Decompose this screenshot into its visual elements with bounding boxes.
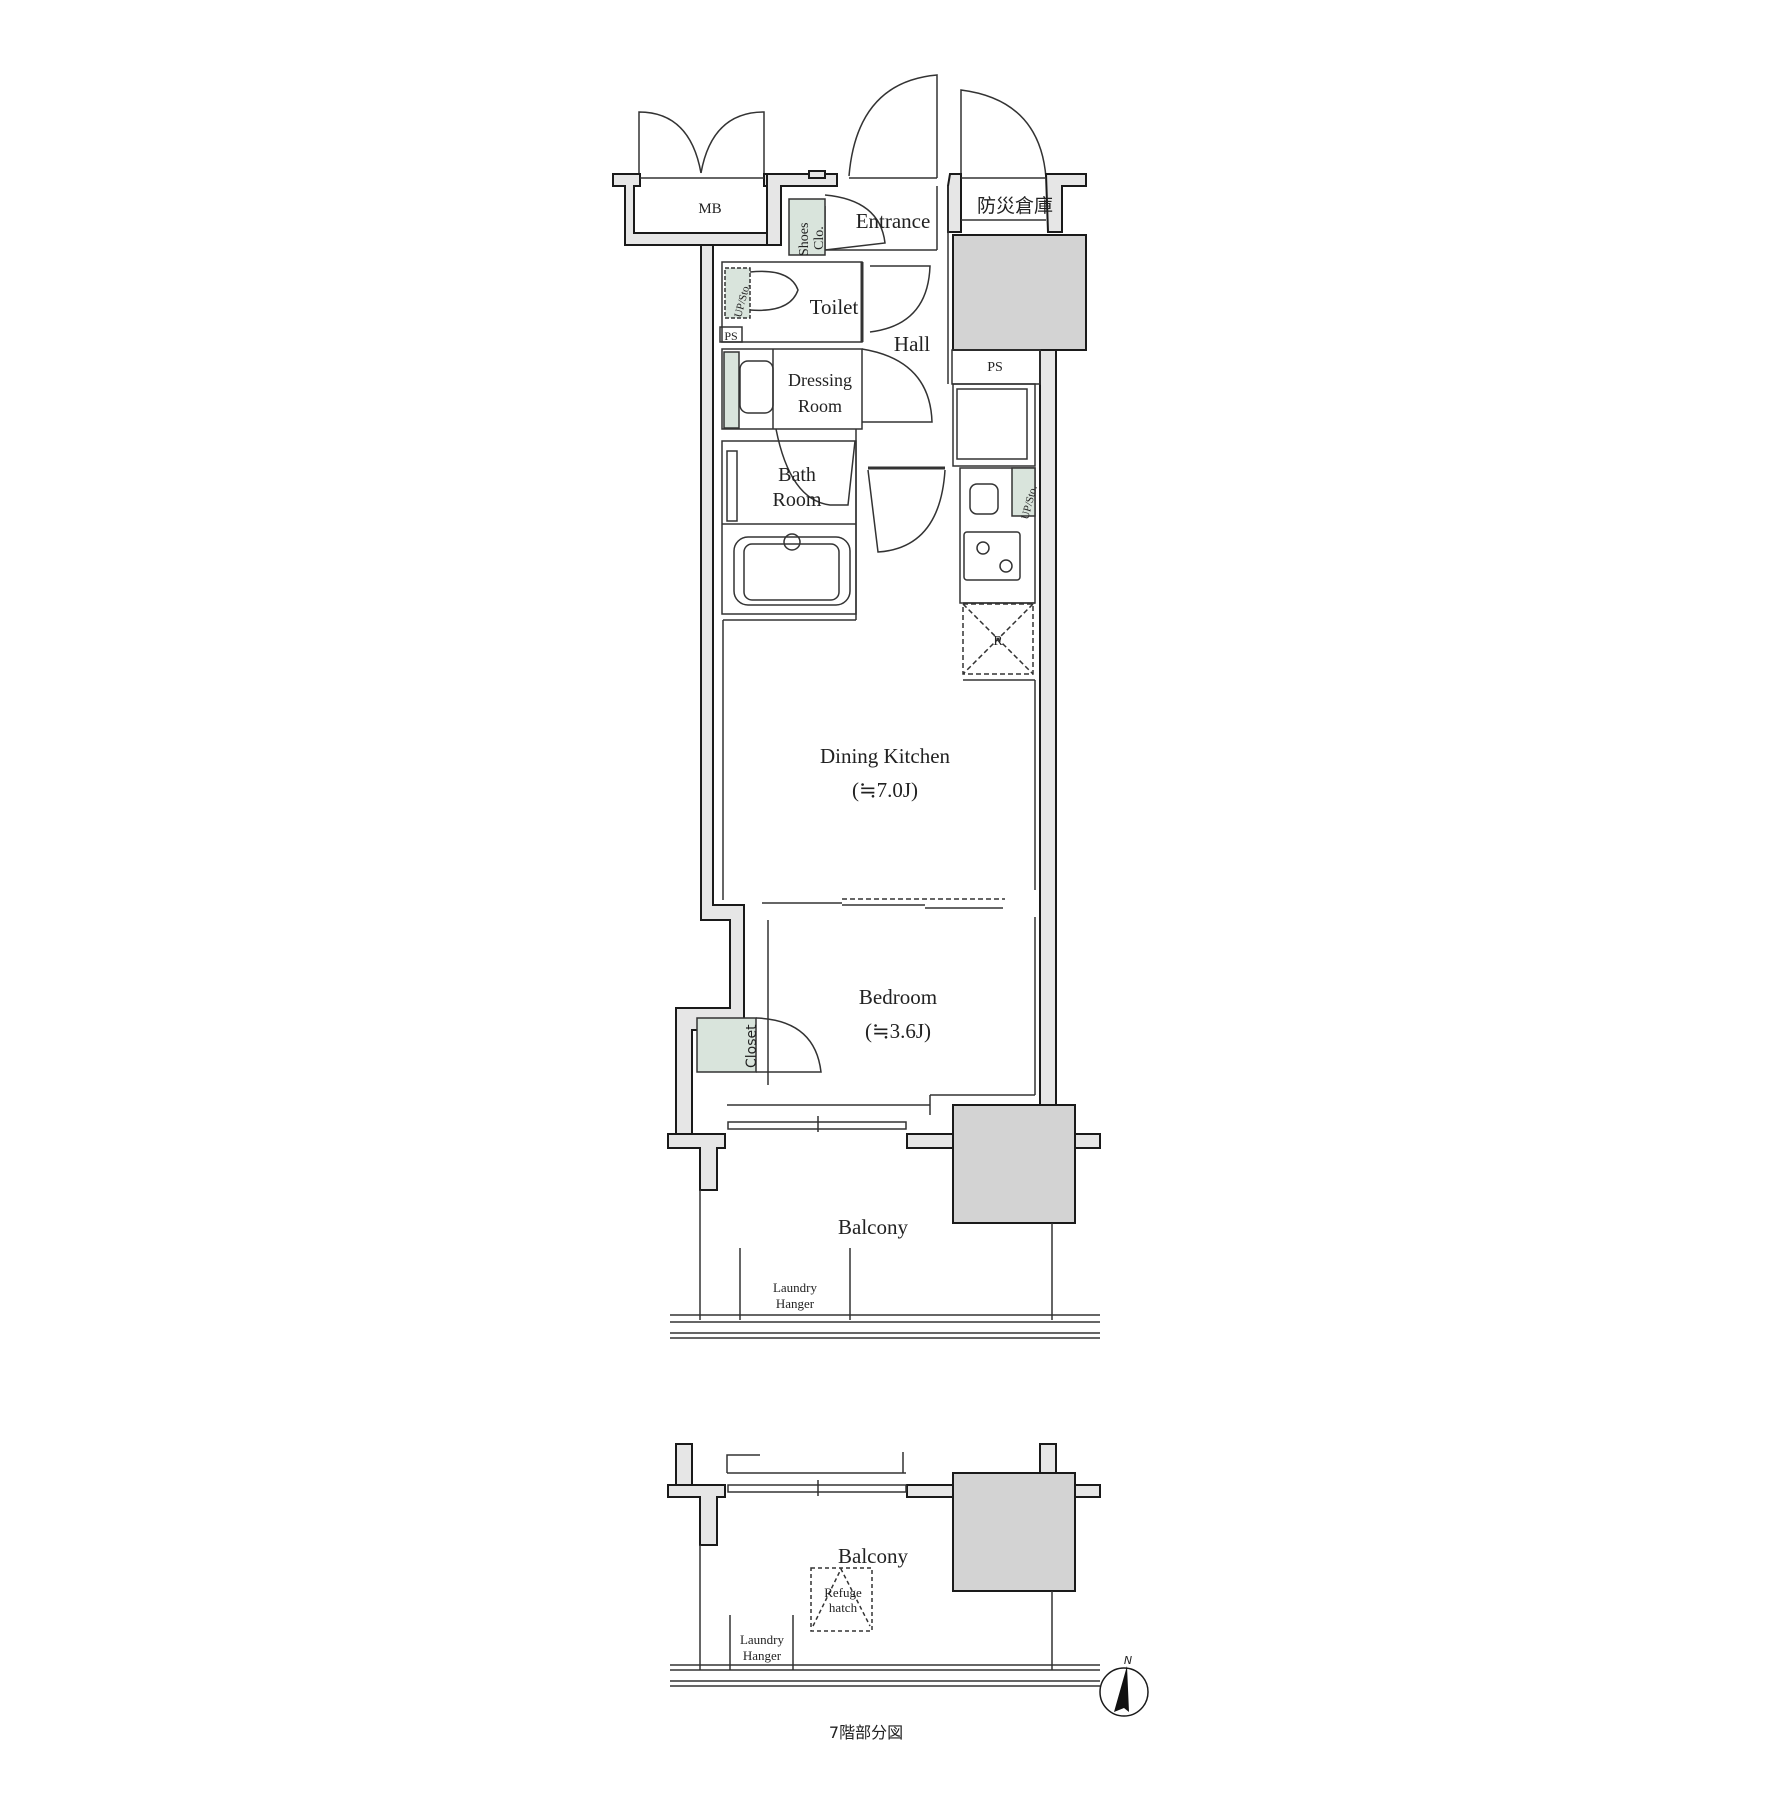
label-dressing-room-2: Room [798,396,842,416]
label-entrance: Entrance [856,209,931,233]
label-laundry-hanger: Laundry [773,1280,818,1295]
label-ps-right: PS [987,360,1003,375]
label-hall: Hall [894,332,930,356]
caption-7f-partial: 7階部分図 [829,1723,903,1742]
partial-plan-7f: Balcony Refuge hatch Laundry Hanger 7階部分… [667,1443,1101,1742]
storage-door [960,89,1047,179]
label-refuge-hatch: Refuge [824,1585,862,1600]
storage-fills [696,198,1036,1073]
label-bath-room-2: Room [773,489,822,511]
fixtures [726,270,1034,675]
label-toilet: Toilet [810,295,859,319]
label-dining-kitchen-size: (≒7.0J) [852,778,918,802]
mb-doors [638,111,765,175]
walls [612,170,1101,1191]
label-ps-left: PS [724,329,737,343]
label-disaster-storage: 防災倉庫 [977,195,1053,217]
label-mb: MB [698,201,721,217]
label-7f-laundry-hanger: Laundry [740,1632,785,1647]
column-top-right [952,234,1087,351]
label-7f-balcony: Balcony [838,1544,908,1568]
compass-label: N [1124,1654,1132,1667]
label-laundry-hanger-2: Hanger [776,1296,815,1311]
label-7f-laundry-hanger-2: Hanger [743,1648,782,1663]
label-dining-kitchen: Dining Kitchen [820,744,951,768]
north-arrow-icon: N [1099,1654,1149,1717]
label-shoes-closet: Shoes [797,223,812,256]
label-shoes-closet-2: Clo. [812,226,827,250]
label-refuge-hatch-2: hatch [829,1600,858,1615]
label-bedroom: Bedroom [859,985,937,1009]
partitions [640,177,1100,1339]
label-balcony: Balcony [838,1215,908,1239]
label-closet: Closet [744,1024,760,1068]
label-refrigerator: R [993,634,1003,649]
column-balcony [952,1104,1076,1224]
entrance-door [848,74,938,178]
label-bath-room: Bath [778,464,816,486]
label-bedroom-size: (≒3.6J) [865,1019,931,1043]
label-dressing-room: Dressing [788,370,852,390]
